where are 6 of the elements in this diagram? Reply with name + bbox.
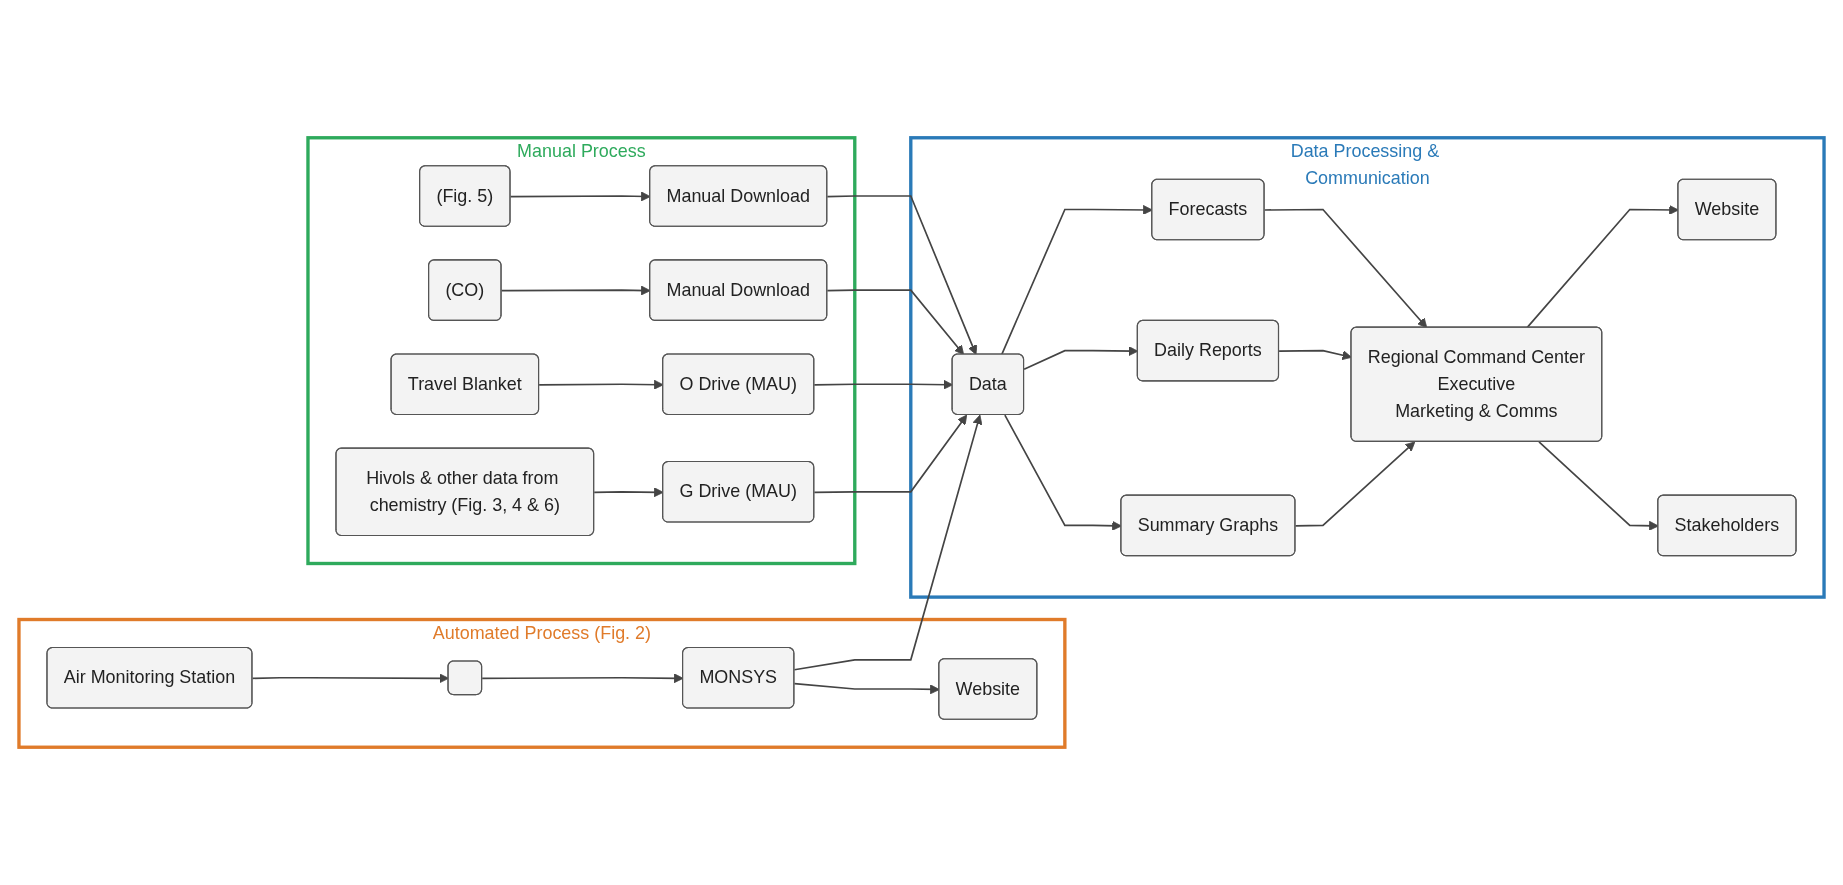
arrow (1294, 441, 1416, 527)
arrow (826, 195, 978, 355)
arrow (251, 673, 449, 684)
arrow (793, 414, 983, 671)
arrow (826, 289, 965, 355)
arrow (813, 414, 968, 494)
